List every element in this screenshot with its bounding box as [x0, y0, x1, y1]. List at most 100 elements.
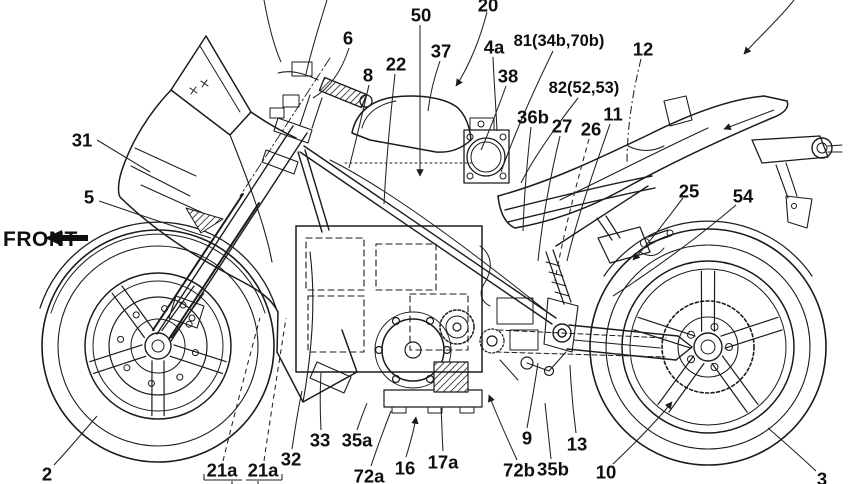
- main-spar-outer: [303, 145, 557, 319]
- housing-bracket: [469, 117, 495, 131]
- wheel-circle: [92, 280, 224, 412]
- fender-inner: [50, 233, 266, 314]
- linkage-joint: [520, 356, 534, 370]
- wheel-spoke: [161, 285, 195, 332]
- leader-10: [612, 401, 673, 465]
- leader-8: [348, 84, 370, 169]
- wheel-spoke: [668, 362, 705, 413]
- ref-label-8: 8: [363, 65, 373, 86]
- peg-pivot: [640, 238, 650, 248]
- swingarm: [552, 323, 693, 361]
- ref-label-33: 33: [310, 430, 331, 451]
- front-fender: [39, 221, 277, 314]
- wheel-bolt: [687, 330, 695, 339]
- chain-upper-run: [497, 329, 667, 339]
- wheel-circle: [605, 244, 811, 450]
- leader-72a: [370, 410, 392, 467]
- windscreen: [170, 35, 252, 136]
- ref-label-32: 32: [281, 449, 302, 470]
- wheel-circle: [629, 268, 787, 426]
- leader-13: [569, 364, 577, 434]
- footpeg-bracket: [596, 215, 674, 264]
- under-cowl-cylinder: [309, 361, 352, 394]
- bracket-arm: [751, 135, 829, 164]
- fork-tube-left: [156, 125, 294, 335]
- wheel-circle: [151, 339, 165, 353]
- battery-box: [295, 225, 491, 373]
- swingarm-pivot: [552, 323, 572, 343]
- hanger-arm: [596, 215, 621, 241]
- caliper-bolt: [179, 301, 187, 309]
- brake-caliper: [168, 295, 205, 329]
- leader-lines: [53, 0, 817, 484]
- fender-outer: [39, 221, 277, 309]
- handlebar: [261, 61, 373, 175]
- ref-label-72a: 72a: [354, 466, 386, 484]
- seat-strap: [663, 95, 693, 127]
- wiring-harness: [479, 245, 491, 307]
- wheel-spoke: [169, 355, 223, 374]
- down-tube: [297, 149, 330, 233]
- wheel-circle: [621, 260, 795, 434]
- leader-2: [53, 415, 98, 466]
- signal-cylinder: [811, 137, 833, 159]
- ref-label-12: 12: [633, 39, 654, 60]
- wheel-spoke: [89, 344, 143, 363]
- fairing: [117, 35, 358, 403]
- leader-12: [626, 58, 642, 166]
- leader-offscreen-2: [305, 0, 328, 75]
- leader-33: [319, 372, 322, 431]
- swingarm-top: [568, 324, 679, 337]
- leader-72b: [487, 394, 518, 461]
- wheel-spoke: [92, 355, 147, 374]
- leader-54: [612, 204, 737, 297]
- mount-tab: [459, 406, 475, 414]
- frame: [239, 57, 656, 353]
- leader-21a-1: [222, 317, 261, 462]
- wheel-bolt: [710, 363, 719, 371]
- tail-tip: [771, 100, 789, 119]
- bar-riser: [299, 94, 323, 129]
- shock-body-left: [545, 251, 565, 305]
- leader-5: [98, 200, 212, 239]
- ref-label-38: 38: [498, 66, 519, 87]
- leader-31: [96, 139, 151, 173]
- fork-tube-right: [170, 132, 308, 342]
- steering-axis: [239, 57, 331, 197]
- ref-label-82: 82(52,53): [549, 79, 620, 97]
- wheel-bolt: [123, 364, 131, 372]
- motor-unit: [374, 297, 567, 414]
- ref-label-72b: 72b: [503, 460, 535, 481]
- front-arrow-icon: [45, 230, 88, 246]
- grip: [318, 76, 368, 109]
- linkage-joint: [543, 365, 555, 377]
- throttle-bore-inner: [470, 141, 502, 173]
- nose-cowl-front: [117, 89, 172, 199]
- wheel-spoke: [111, 292, 145, 339]
- side-intake-vent: [185, 207, 224, 234]
- drawing-art: [39, 35, 843, 466]
- mount-tab: [427, 406, 443, 414]
- wheel-spoke: [721, 355, 759, 405]
- wheel-spoke: [657, 355, 695, 405]
- bracket-bolt: [477, 120, 485, 128]
- wheel-circle: [84, 272, 232, 420]
- ref-label-54: 54: [733, 186, 754, 207]
- leader-tail-arrow: [723, 109, 775, 131]
- cooling-fin-block: [433, 361, 469, 393]
- wheel-circle: [589, 228, 827, 466]
- ref-label-50: 50: [411, 5, 432, 26]
- shock-spring-coils: [545, 261, 570, 297]
- leader-3: [767, 427, 817, 472]
- peg-end: [666, 229, 674, 237]
- tank-outline: [351, 95, 472, 153]
- leader-4a: [492, 56, 498, 132]
- leader-35a: [356, 402, 368, 431]
- battery-module: [307, 295, 365, 353]
- leader-17a: [440, 407, 444, 452]
- motor-bolt: [425, 316, 435, 326]
- license-bracket: [751, 135, 843, 229]
- mount-tab: [391, 406, 407, 414]
- leader-11: [566, 123, 611, 262]
